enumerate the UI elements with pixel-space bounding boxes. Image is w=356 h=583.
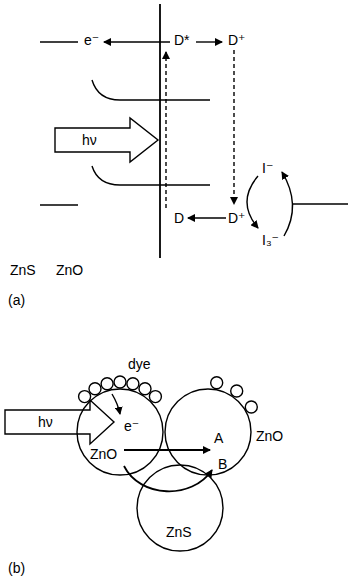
- diagram-label: (a): [8, 292, 25, 308]
- circle-outline: [164, 388, 252, 476]
- diagram-label: I₃⁻: [262, 232, 279, 248]
- diagram-label: dye: [128, 356, 151, 372]
- light-arrow: [55, 118, 158, 162]
- diagram-label: e⁻: [84, 32, 99, 48]
- level-arrow: [233, 50, 234, 204]
- excitation-arrow: [165, 52, 166, 208]
- material-label: ZnO: [256, 428, 283, 444]
- diagram-label: ZnS: [10, 262, 36, 278]
- diagram-label: e⁻: [124, 418, 139, 434]
- circle-outline: [76, 388, 164, 476]
- particle-circle: ZnO: [76, 388, 164, 476]
- injection-arrow: [112, 394, 120, 414]
- zns-conduction-band: [40, 41, 78, 42]
- redox-arc: [247, 176, 258, 228]
- circle-outline: [77, 389, 163, 475]
- counter-electrode-line: [292, 203, 348, 204]
- particle-circle: ZnO: [164, 388, 252, 476]
- redox-arc: [282, 172, 293, 236]
- diagram-label: I⁻: [262, 160, 273, 176]
- particle-circle: ZnS: [136, 464, 224, 552]
- dye-molecules: [79, 376, 258, 413]
- zns-valence-band: [40, 204, 78, 205]
- diagram-label: D: [174, 210, 184, 226]
- zno-valence-band: [92, 166, 210, 185]
- diagram-label: D⁺: [228, 210, 246, 226]
- material-label: ZnS: [166, 524, 192, 540]
- circle-outline: [165, 389, 251, 475]
- material-label: ZnO: [90, 446, 117, 462]
- diagram-label: D*: [174, 32, 190, 48]
- diagram-label: (b): [8, 560, 25, 576]
- light-arrow: [5, 400, 114, 444]
- regeneration-arrow: [188, 217, 226, 218]
- circle-outline: [137, 465, 223, 551]
- path-a-arrow: [124, 449, 210, 451]
- oxidation-arrow: [196, 41, 222, 42]
- diagram-label: B: [218, 456, 227, 472]
- diagram-label: D⁺: [228, 32, 246, 48]
- diagram-label: ZnO: [56, 262, 83, 278]
- diagram-label: hν: [38, 414, 53, 430]
- diagram-label: A: [214, 430, 223, 446]
- diagram-label: hν: [82, 132, 97, 148]
- zno-conduction-band: [92, 80, 210, 100]
- electron-injection-arrow: [104, 41, 170, 42]
